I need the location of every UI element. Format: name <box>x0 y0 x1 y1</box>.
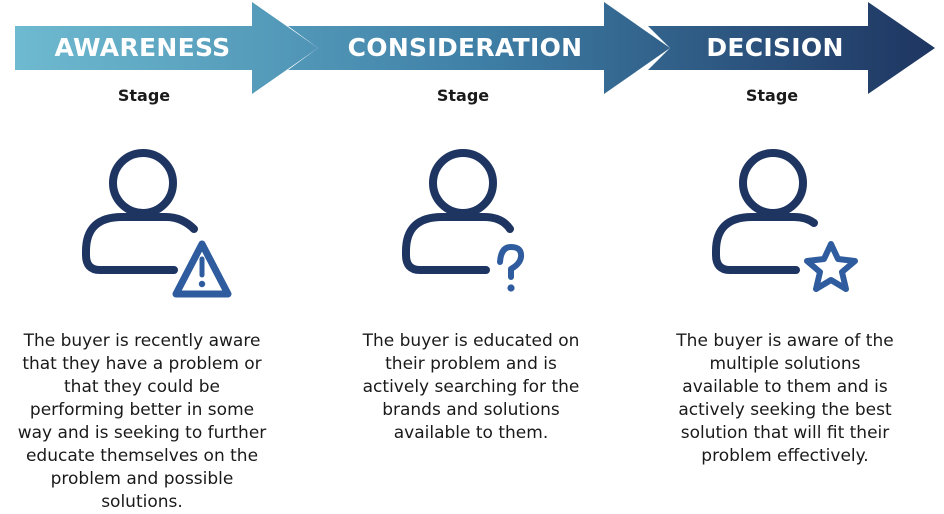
description-line: problem and possible <box>50 469 234 489</box>
description-line: problem effectively. <box>701 446 869 466</box>
description-line: way and is seeking to further <box>17 423 267 443</box>
description-line: The buyer is recently aware <box>23 331 261 351</box>
description-line: The buyer is educated on <box>362 331 580 351</box>
description-line: actively searching for the <box>362 377 580 397</box>
arrow-consideration <box>288 2 670 94</box>
description-consideration: The buyer is educated on their problem a… <box>340 330 602 445</box>
stage-arrows <box>15 2 935 94</box>
user-question-icon <box>402 149 525 292</box>
arrow-decision <box>648 2 935 94</box>
description-line: educate themselves on the <box>25 446 259 466</box>
stage-subtitle-decision: Stage <box>745 86 799 105</box>
description-line: available to them and is <box>682 377 888 397</box>
stage-title-awareness: AWARENESS <box>54 33 231 62</box>
description-awareness: The buyer is recently aware that they ha… <box>6 330 278 514</box>
description-line: available to them. <box>393 423 549 443</box>
description-line: multiple solutions <box>709 354 861 374</box>
user-warning-icon <box>82 149 232 298</box>
description-line: that they have a problem or <box>22 354 262 374</box>
description-line: brands and solutions <box>382 400 560 420</box>
description-line: their problem and is <box>385 354 557 374</box>
user-star-icon <box>712 149 858 292</box>
description-line: that they could be <box>64 377 220 397</box>
arrow-awareness <box>15 2 318 94</box>
stage-title-consideration: CONSIDERATION <box>347 33 583 62</box>
description-line: performing better in some <box>29 400 255 420</box>
stage-subtitle-consideration: Stage <box>436 86 490 105</box>
description-line: solution that will fit their <box>680 423 890 443</box>
stage-title-decision: DECISION <box>706 33 844 62</box>
description-line: actively seeking the best <box>678 400 892 420</box>
stage-subtitle-awareness: Stage <box>117 86 171 105</box>
description-line: The buyer is aware of the <box>676 331 894 351</box>
description-decision: The buyer is aware of the multiple solut… <box>652 330 918 468</box>
description-line: solutions. <box>101 492 183 512</box>
